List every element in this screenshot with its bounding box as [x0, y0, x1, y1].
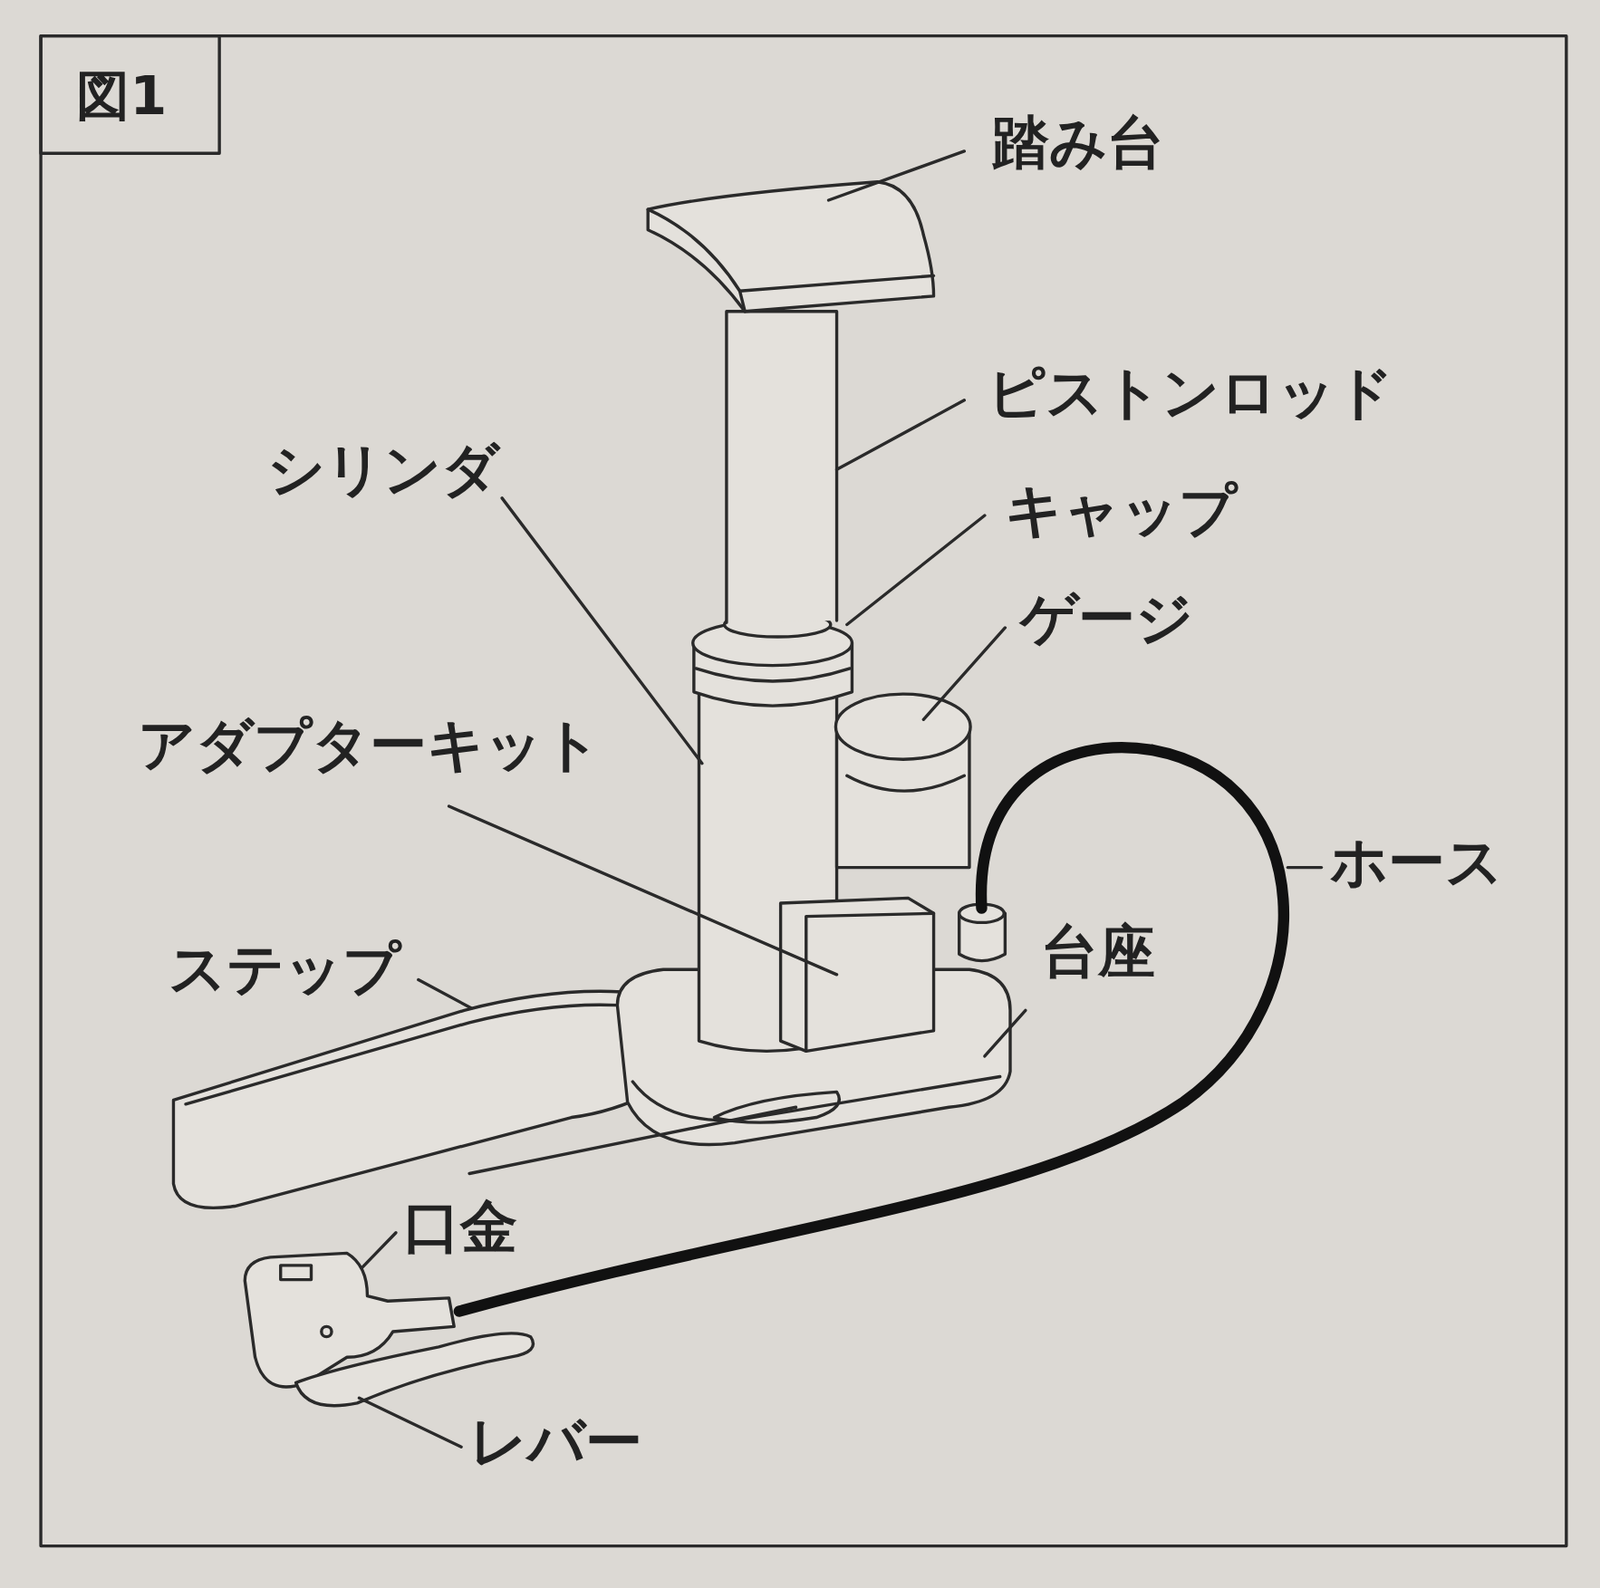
leader-line	[358, 1397, 462, 1447]
leader-line	[1287, 866, 1321, 869]
leader-line	[362, 1233, 396, 1268]
pedal-edge2	[740, 290, 746, 312]
leader-line	[828, 151, 965, 201]
title-box	[40, 36, 220, 155]
part-label: ステップ	[168, 940, 401, 998]
adapter-kit-edge	[806, 913, 935, 1051]
cap-line	[695, 668, 850, 682]
part-label: 口金	[403, 1198, 518, 1256]
leader-line	[418, 979, 473, 1009]
leader-line	[837, 400, 965, 471]
leader-line	[847, 515, 985, 626]
figure-title: 図1	[76, 69, 167, 124]
leader-line	[984, 1010, 1026, 1057]
gauge-ring	[847, 775, 965, 791]
adapter-kit	[780, 897, 935, 1051]
part-label: 踏み台	[992, 114, 1165, 172]
part-label: キャップ	[1004, 481, 1237, 540]
leader-line	[923, 627, 1005, 720]
part-label: ホース	[1330, 833, 1504, 891]
part-label: 台座	[1040, 923, 1156, 981]
part-label: ゲージ	[1020, 589, 1194, 647]
gauge-face	[835, 693, 971, 760]
figure-frame	[40, 36, 1567, 1547]
step-edge	[185, 1004, 617, 1105]
hose	[459, 747, 1284, 1311]
step-rod	[469, 1107, 796, 1174]
base-edge	[632, 1076, 1000, 1121]
step-plate	[173, 991, 653, 1208]
part-label: シリンダ	[267, 441, 500, 499]
pedal-edge	[647, 209, 934, 291]
part-label: アダプターキット	[137, 716, 601, 774]
part-label: ピストンロッド	[987, 364, 1394, 422]
nozzle-slot	[280, 1265, 312, 1281]
piston-rod	[726, 311, 838, 624]
lever-body	[296, 1333, 534, 1407]
base-slot	[713, 1091, 839, 1123]
pedal	[647, 182, 934, 312]
leader-line	[449, 806, 838, 975]
nozzle-pin	[321, 1326, 332, 1337]
part-label: レバー	[469, 1413, 643, 1471]
